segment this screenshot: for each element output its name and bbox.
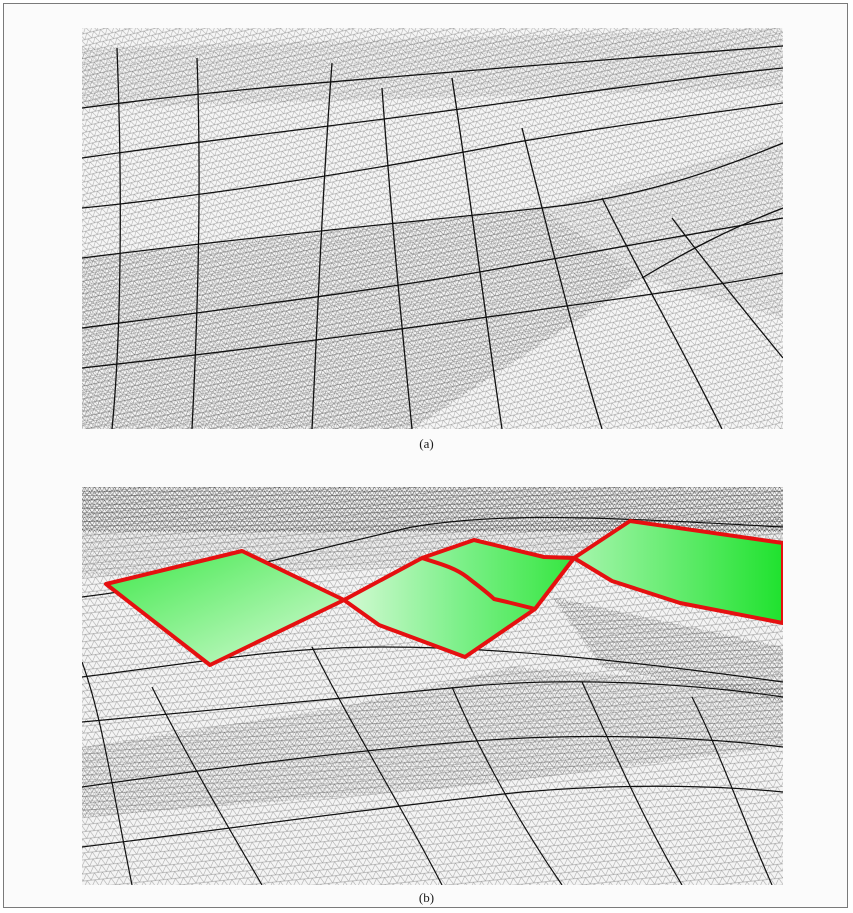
- caption-a: (a): [419, 436, 434, 451]
- figure-frame: (a): [3, 3, 848, 908]
- terrain-mesh-image-b: [82, 487, 783, 885]
- terrain-mesh-image-a: [82, 28, 783, 429]
- caption-b: (b): [418, 890, 435, 905]
